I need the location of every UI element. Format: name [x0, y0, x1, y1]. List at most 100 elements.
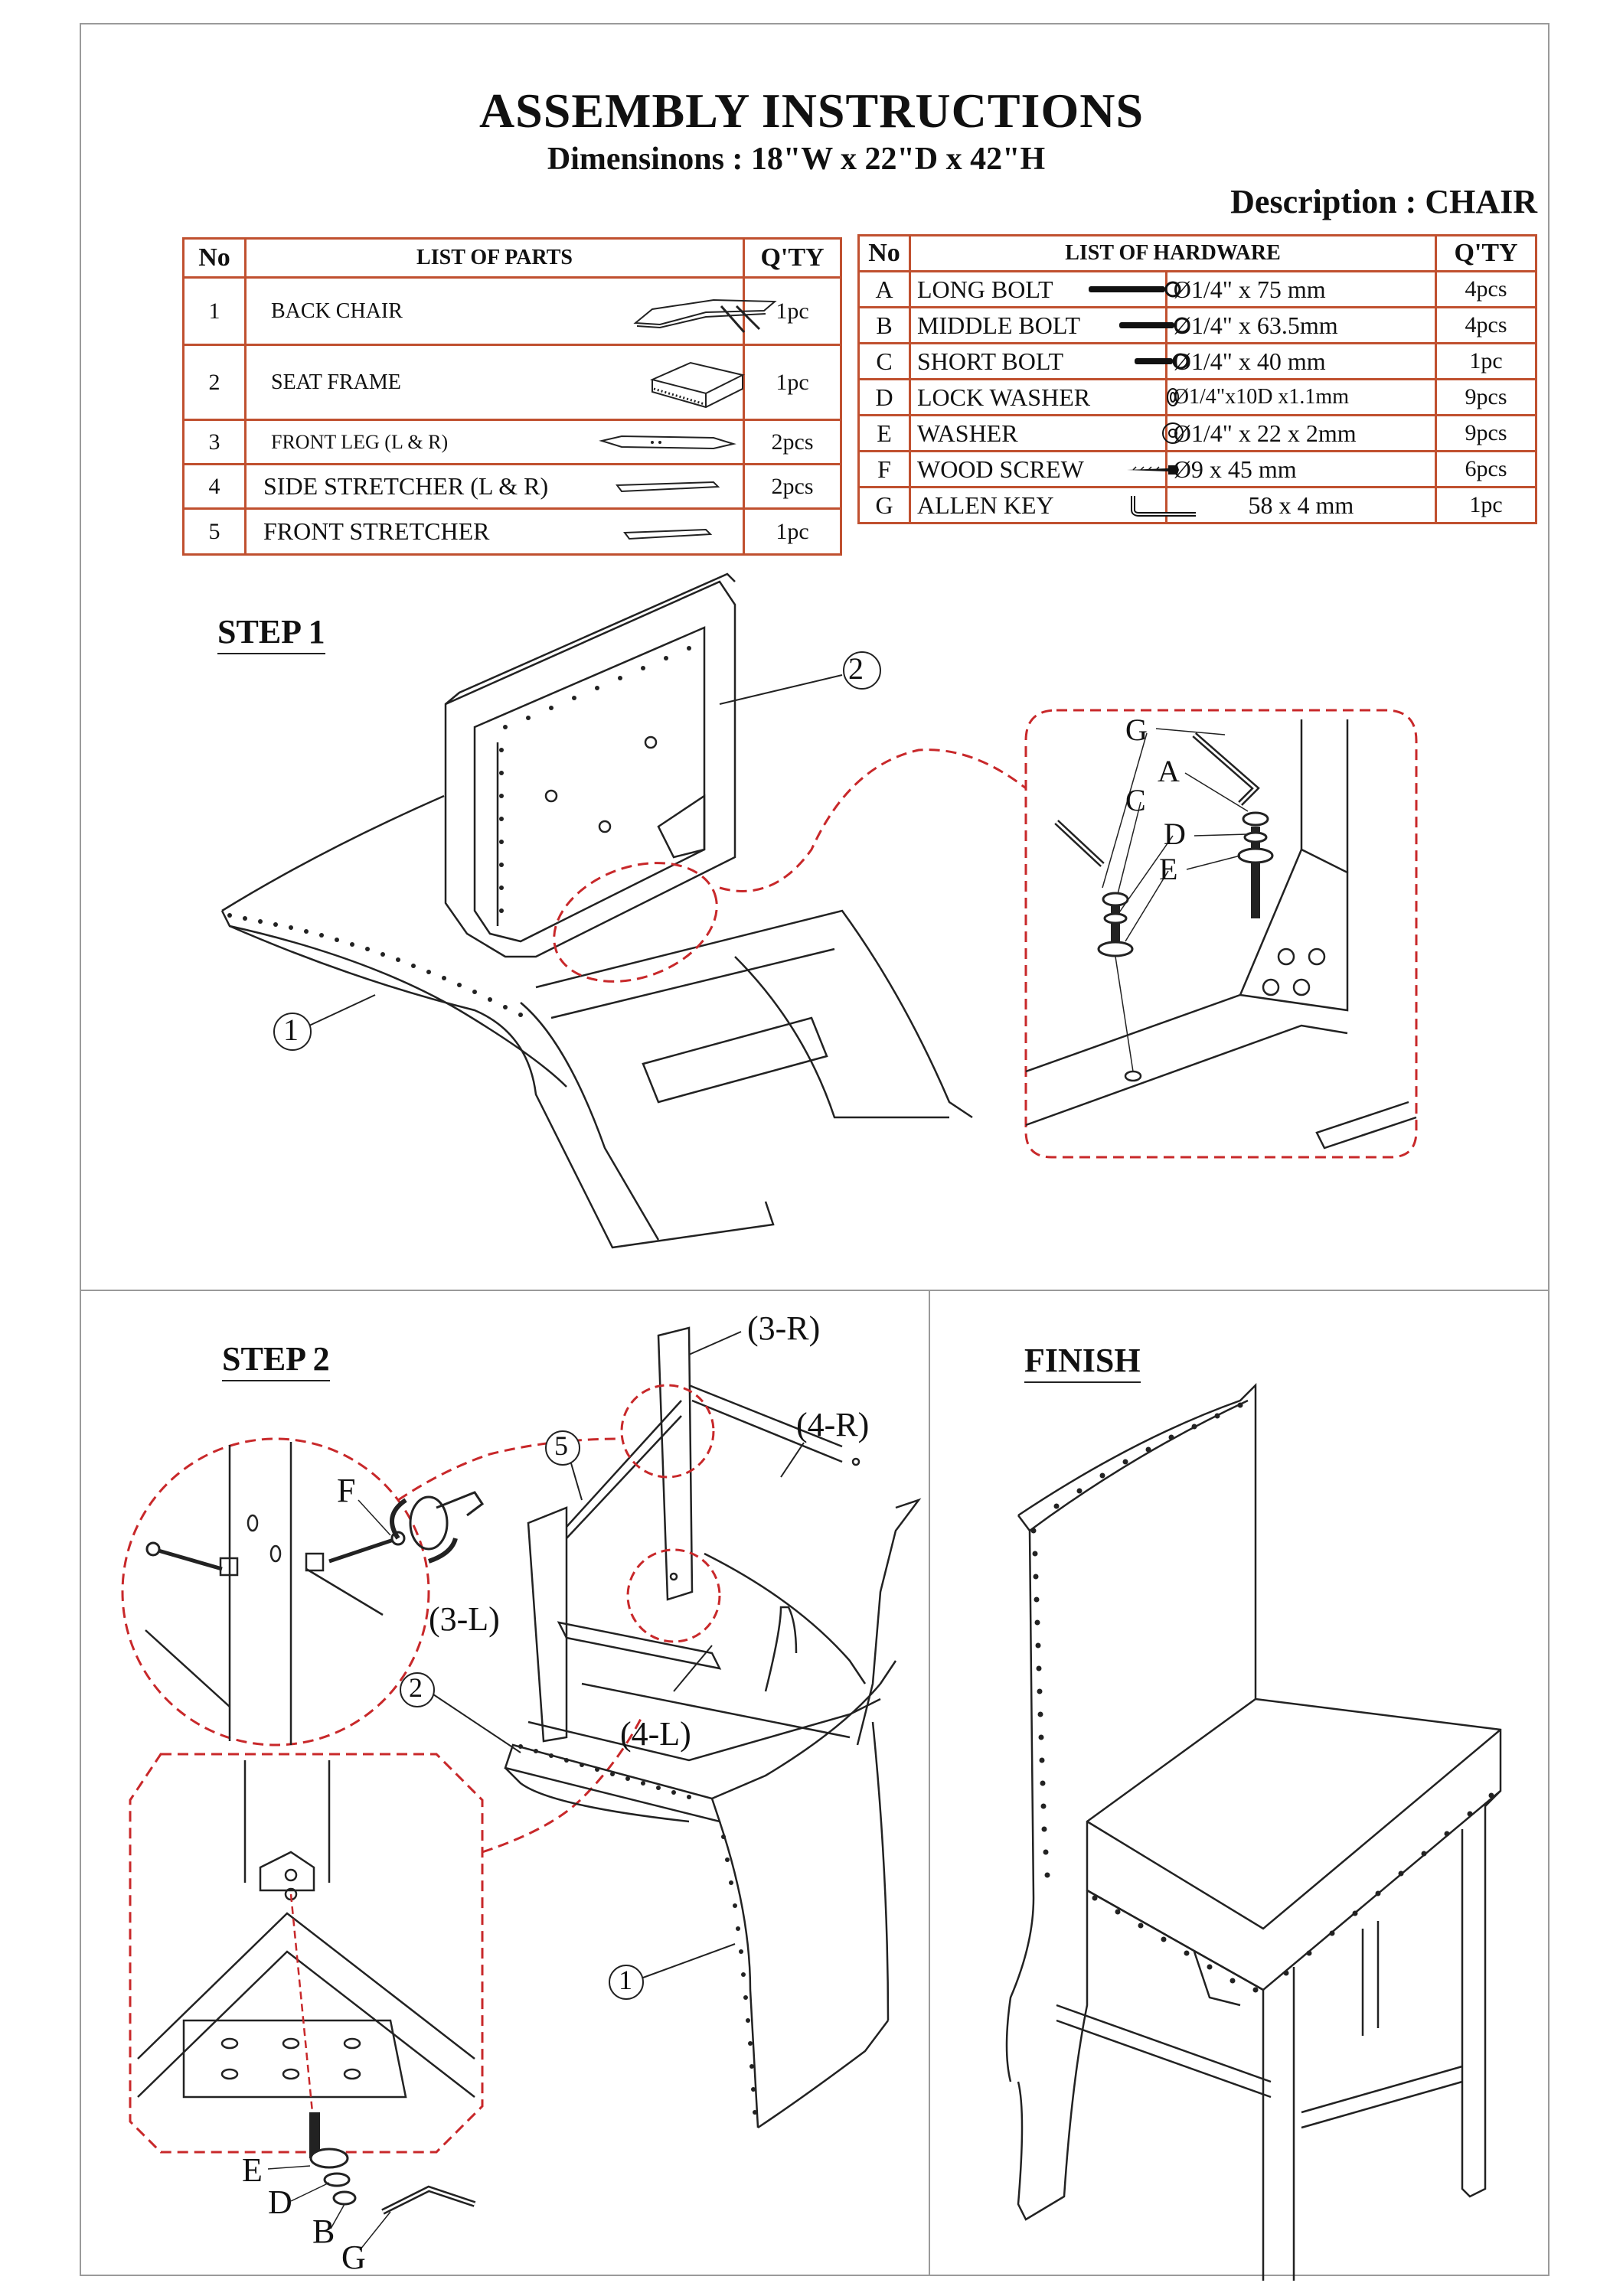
- hardware-name-cell: LOCK WASHER: [909, 378, 1179, 416]
- hardware-name: ALLEN KEY: [917, 491, 1054, 519]
- step2-label-4l: (4-L): [620, 1715, 691, 1753]
- parts-header-no: No: [182, 237, 247, 279]
- parts-no: 4: [182, 463, 247, 510]
- hardware-name-cell: WASHER: [909, 414, 1184, 452]
- hardware-name: LONG BOLT: [917, 275, 1053, 303]
- hardware-no: D: [857, 378, 911, 416]
- parts-no: 3: [182, 419, 247, 465]
- hardware-no: A: [857, 270, 911, 308]
- hardware-name: WOOD SCREW: [917, 455, 1084, 483]
- step2-detail-label-f: F: [337, 1472, 356, 1509]
- front-stretcher-thumbnail-icon: [623, 528, 713, 540]
- hardware-header-no: No: [857, 234, 911, 272]
- hardware-qty: 1pc: [1435, 486, 1537, 524]
- step2-detail-label-g: G: [341, 2239, 366, 2276]
- parts-name: FRONT LEG (L & R): [271, 430, 449, 453]
- allen-key-icon: [1131, 496, 1196, 517]
- page-title: ASSEMBLY INSTRUCTIONS: [478, 83, 1145, 138]
- wood-screw-icon: [1127, 465, 1179, 475]
- hardware-spec: Ø1/4" x 22 x 2mm: [1164, 414, 1438, 452]
- hardware-header-name: LIST OF HARDWARE: [909, 234, 1437, 272]
- dimensions-line: Dimensinons : 18"W x 22"D x 42"H: [547, 142, 1046, 177]
- step1-detail-label-e: E: [1159, 852, 1178, 886]
- step2-label-3r: (3-R): [747, 1309, 821, 1347]
- hardware-qty: 9pcs: [1435, 414, 1537, 452]
- hardware-header-qty: Q'TY: [1435, 234, 1537, 272]
- hardware-name-cell: LONG BOLT: [909, 270, 1181, 308]
- step2-label-4r: (4-R): [796, 1406, 870, 1443]
- table-row: 5 FRONT STRETCHER 1pc: [182, 507, 842, 556]
- parts-name: SIDE STRETCHER (L & R): [263, 472, 549, 500]
- washer-icon: [1162, 422, 1184, 444]
- table-row: 4 SIDE STRETCHER (L & R) 2pcs: [182, 463, 842, 510]
- hardware-name: SHORT BOLT: [917, 347, 1064, 375]
- hardware-no: E: [857, 414, 911, 452]
- middle-bolt-icon: [1119, 317, 1190, 334]
- hardware-name: WASHER: [917, 419, 1018, 447]
- step2-detail-label-e: E: [242, 2151, 263, 2189]
- hardware-spec: Ø1/4"x10D x1.1mm: [1164, 378, 1438, 416]
- parts-no: 1: [182, 276, 247, 346]
- parts-no: 2: [182, 344, 247, 421]
- parts-name: FRONT STRETCHER: [263, 517, 490, 545]
- parts-header-row: No LIST OF PARTS Q'TY: [182, 237, 842, 279]
- step1-callout-1: 1: [283, 1013, 299, 1047]
- parts-qty: 1pc: [743, 344, 842, 421]
- parts-qty: 2pcs: [743, 463, 842, 510]
- hardware-name-cell: WOOD SCREW: [909, 450, 1179, 488]
- step2-callout-2: 2: [409, 1672, 423, 1703]
- parts-qty: 1pc: [743, 507, 842, 556]
- parts-name-cell: FRONT LEG (L & R): [244, 419, 745, 465]
- short-bolt-icon: [1135, 353, 1189, 370]
- hardware-name-cell: MIDDLE BOLT: [909, 306, 1190, 344]
- hardware-spec: Ø1/4" x 40 mm: [1164, 342, 1438, 380]
- table-row: E WASHER Ø1/4" x 22 x 2mm 9pcs: [857, 414, 1537, 452]
- hardware-name: MIDDLE BOLT: [917, 311, 1081, 339]
- step1-detail-label-d: D: [1164, 817, 1186, 851]
- table-row: D LOCK WASHER Ø1/4"x10D x1.1mm 9pcs: [857, 378, 1537, 416]
- hardware-no: B: [857, 306, 911, 344]
- parts-name-cell: BACK CHAIR: [244, 276, 777, 346]
- hardware-qty: 1pc: [1435, 342, 1537, 380]
- section-divider-vertical: [929, 1290, 930, 2276]
- step1-detail-label-a: A: [1158, 754, 1180, 788]
- hardware-no: F: [857, 450, 911, 488]
- parts-qty: 2pcs: [743, 419, 842, 465]
- hardware-spec: Ø9 x 45 mm: [1164, 450, 1438, 488]
- hardware-header-row: No LIST OF HARDWARE Q'TY: [857, 234, 1537, 272]
- hardware-table: No LIST OF HARDWARE Q'TY A LONG BOLT Ø1/…: [857, 234, 1537, 524]
- table-row: A LONG BOLT Ø1/4" x 75 mm 4pcs: [857, 270, 1537, 308]
- parts-name: SEAT FRAME: [271, 370, 401, 394]
- hardware-spec: Ø1/4" x 75 mm: [1164, 270, 1438, 308]
- front-leg-thumbnail-icon: [599, 435, 736, 450]
- step2-label-3l: (3-L): [429, 1600, 500, 1638]
- step1-detail-label-g: G: [1125, 713, 1148, 747]
- table-row: 2 SEAT FRAME 1pc: [182, 344, 842, 421]
- hardware-spec: 58 x 4 mm: [1164, 486, 1438, 524]
- table-row: 1 BACK CHAIR 1pc: [182, 276, 842, 346]
- step2-title: STEP 2: [222, 1339, 330, 1381]
- table-row: B MIDDLE BOLT Ø1/4" x 63.5mm 4pcs: [857, 306, 1537, 344]
- hardware-name: LOCK WASHER: [917, 383, 1091, 411]
- parts-name: BACK CHAIR: [271, 298, 403, 323]
- parts-header-name: LIST OF PARTS: [244, 237, 745, 279]
- description-line: Description : CHAIR: [1230, 183, 1537, 220]
- step2-detail-label-d: D: [268, 2183, 292, 2221]
- side-stretcher-thumbnail-icon: [616, 481, 720, 493]
- parts-name-cell: SEAT FRAME: [244, 344, 745, 421]
- section-divider-horizontal: [80, 1290, 1550, 1291]
- step2-detail-label-b: B: [312, 2213, 335, 2250]
- parts-name-cell: SIDE STRETCHER (L & R): [244, 463, 745, 510]
- table-row: 3 FRONT LEG (L & R) 2pcs: [182, 419, 842, 465]
- long-bolt-icon: [1089, 281, 1181, 298]
- step1-detail-label-c: C: [1125, 783, 1146, 817]
- page-frame: [80, 23, 1550, 2276]
- table-row: F WOOD SCREW Ø9 x 45 mm 6pcs: [857, 450, 1537, 488]
- parts-header-qty: Q'TY: [743, 237, 842, 279]
- hardware-name-cell: ALLEN KEY: [909, 486, 1196, 524]
- parts-name-cell: FRONT STRETCHER: [244, 507, 745, 556]
- parts-no: 5: [182, 507, 247, 556]
- hardware-name-cell: SHORT BOLT: [909, 342, 1189, 380]
- hardware-qty: 6pcs: [1435, 450, 1537, 488]
- step2-callout-5: 5: [554, 1430, 568, 1461]
